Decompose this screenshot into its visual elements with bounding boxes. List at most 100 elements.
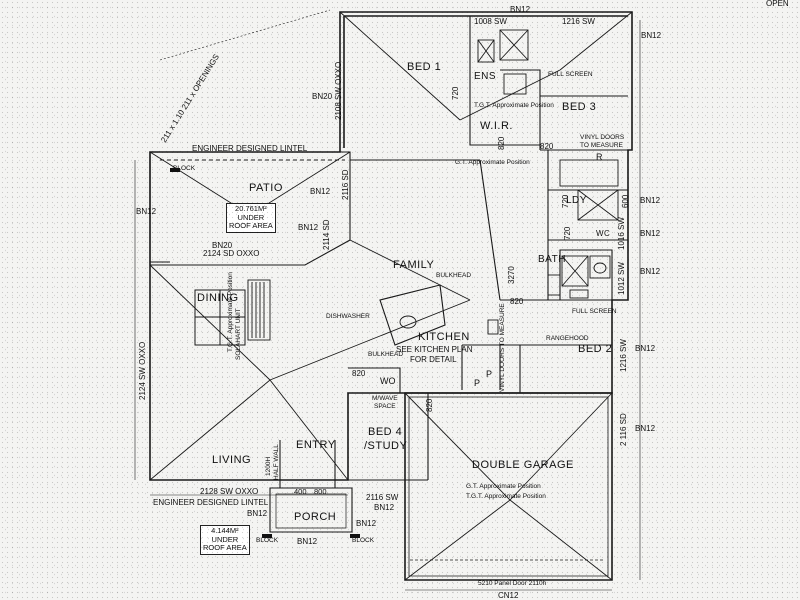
room-patio: PATIO: [249, 182, 283, 194]
room-wc: WC: [596, 229, 611, 238]
dim-1216-sw-right: 1216 SW: [619, 339, 628, 372]
beam-bn12-bottom-left: BN12: [247, 509, 268, 518]
dim-720-a: 720: [451, 86, 460, 100]
full-screen-note-2: FULL SCREEN: [572, 308, 617, 315]
beam-bn20-b: BN20: [212, 241, 233, 250]
room-family: FAMILY: [393, 259, 435, 271]
porch-area-box: 4.144M² UNDER ROOF AREA: [200, 525, 250, 555]
dim-820-b: 820: [510, 297, 524, 306]
dim-600: 600: [621, 194, 630, 208]
block-markers: [170, 168, 360, 538]
open-note: OPEN: [766, 0, 789, 8]
dim-3270: 3270: [507, 266, 516, 284]
room-bed4: BED 4: [368, 426, 403, 438]
room-living: LIVING: [212, 454, 252, 466]
dim-720-b: 720: [561, 194, 570, 208]
pantry-label-2: P: [486, 369, 493, 379]
beam-bn12-porch-a: BN12: [356, 519, 377, 528]
entry-width-400: 400: [294, 487, 307, 496]
dim-1016-sw: 1016 SW: [617, 217, 626, 250]
beam-bn12-right-5: BN12: [635, 424, 656, 433]
porch-area-under: UNDER: [211, 534, 239, 544]
dim-1012-sw: 1012 SW: [617, 262, 626, 295]
dim-720-c: 720: [563, 226, 572, 240]
block-note-1: BLOCK: [173, 165, 196, 172]
dim-2128-sw: 2128 SW OXXO: [200, 487, 259, 496]
vinyl-doors-measure-note: TO MEASURE: [580, 142, 623, 149]
tgt-approx-note: T.G.T. Approximate Position: [474, 102, 554, 109]
half-wall-height: 1200H: [265, 456, 272, 476]
roof-hip-lines: [149, 11, 633, 581]
tgt-dining-note: T.G.T. Approximate Position: [227, 272, 234, 352]
beam-bn12-right-3: BN12: [640, 267, 661, 276]
room-bed3: BED 3: [562, 101, 597, 113]
for-detail-note: FOR DETAIL: [410, 355, 457, 364]
dishwasher-note: DISHWASHER: [326, 313, 370, 320]
patio-area-box: 20.761M² UNDER ROOF AREA: [226, 203, 276, 233]
dim-2124-sd: 2124 SD OXXO: [203, 249, 260, 258]
porch-area-roof: ROOF AREA: [203, 543, 247, 553]
beam-bn12-patio-a: BN12: [310, 187, 331, 196]
beam-bn12-left: BN12: [136, 207, 157, 216]
room-ensuite: ENS: [474, 71, 497, 82]
fixtures: [247, 29, 619, 341]
room-kitchen: KITCHEN: [418, 331, 470, 343]
beam-bn20-a: BN20: [312, 92, 333, 101]
beam-bn12-top: BN12: [510, 5, 531, 14]
dim-2116-sd: 2116 SD: [341, 169, 350, 200]
dim-1008-sw: 1008 SW: [474, 17, 507, 26]
block-note-3: BLOCK: [352, 537, 375, 544]
dim-2116-sd-right: 2 116 SD: [619, 413, 628, 446]
ovens-note: VINYL DOORS TO MEASURE: [499, 303, 506, 392]
dim-820-c: 820: [352, 369, 366, 378]
room-laundry: LDY: [566, 195, 587, 206]
dim-2108-sw: 2108 SW OXXO: [334, 61, 343, 120]
gt-approx-note: G.T. Approximate Position: [455, 159, 530, 166]
full-screen-note-1: FULL SCREEN: [548, 71, 593, 78]
bulkhead-note-1: BULKHEAD: [436, 272, 472, 279]
entry-width-800: 800: [314, 487, 327, 496]
dim-820-d: 820: [425, 398, 434, 412]
engineer-lintel-top: ENGINEER DESIGNED LINTEL: [192, 144, 308, 153]
room-bed2: BED 2: [578, 343, 613, 355]
mwave-note: M/WAVE: [372, 395, 398, 402]
room-wir: W.I.R.: [480, 120, 513, 132]
beam-bn12-porch-b: BN12: [374, 503, 395, 512]
beam-bn12-porch-c: BN12: [297, 537, 318, 546]
dim-2114-sd: 2114 SD: [322, 219, 331, 250]
beam-bn12-right-1: BN12: [640, 196, 661, 205]
vinyl-doors-note: VINYL DOORS: [580, 134, 625, 141]
beam-cn12-bottom: CN12: [498, 591, 519, 600]
patio-area-value: 20.761M²: [235, 204, 267, 213]
room-bed4-study: /STUDY: [364, 440, 408, 452]
gt-garage-note: G.T. Approximate Position: [466, 483, 541, 490]
dimension-lines: [134, 9, 641, 591]
robe-label: R: [596, 152, 603, 162]
pantry-label-1: P: [474, 378, 481, 388]
dim-2124-sw: 2124 SW OXXO: [138, 341, 147, 400]
bulkhead-note-2: BULKHEAD: [368, 351, 404, 358]
beam-bn12-right-2: BN12: [640, 229, 661, 238]
see-kitchen-plan-note: SEE KITCHEN PLAN: [396, 345, 473, 354]
engineer-lintel-bottom: ENGINEER DESIGNED LINTEL: [153, 498, 269, 507]
beam-bn12-top-right: BN12: [641, 31, 662, 40]
patio-area-roof: ROOF AREA: [229, 221, 273, 231]
rangehood-note: RANGEHOOD: [546, 335, 589, 342]
room-dining: DINING: [197, 292, 239, 304]
half-wall-note: HALF WALL: [273, 444, 280, 480]
room-entry: ENTRY: [296, 439, 336, 451]
panel-door-note: 5210 Panel Door 2110h: [478, 580, 547, 587]
room-bed1: BED 1: [407, 61, 442, 73]
beam-bn12-patio-b: BN12: [298, 223, 319, 232]
patio-area-under: UNDER: [237, 212, 265, 222]
beam-bn12-right-4: BN12: [635, 344, 656, 353]
dining-table: [194, 289, 246, 346]
room-porch: PORCH: [294, 511, 337, 523]
solahart-note: SOLAHART UNIT: [235, 308, 242, 360]
block-note-2: BLOCK: [256, 537, 279, 544]
tgt-garage-note: T.G.T. Approximate Position: [466, 493, 546, 500]
room-double-garage: DOUBLE GARAGE: [472, 459, 574, 471]
mwave-space-note: SPACE: [374, 403, 396, 410]
dim-820-a: 820: [540, 142, 554, 151]
